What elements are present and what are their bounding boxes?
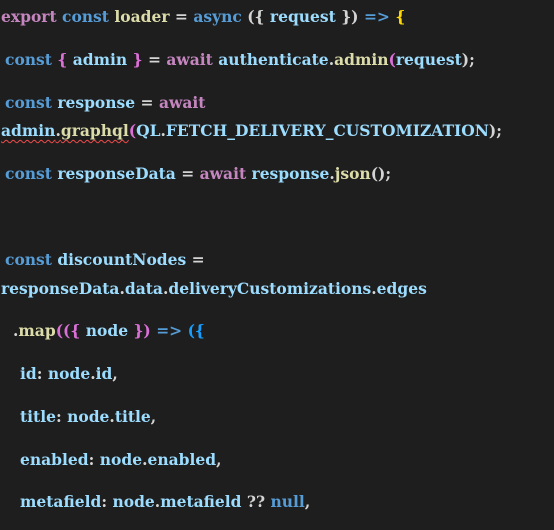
operator-assign: =: [174, 7, 188, 26]
call-open: (: [128, 121, 137, 140]
call-close: );: [461, 50, 475, 69]
identifier-response: response: [251, 164, 330, 183]
identifier-ql: QL: [136, 121, 161, 140]
code-line-1: export const loader = async ({ request }…: [1, 7, 405, 27]
code-line-6: const discountNodes =: [5, 250, 205, 270]
colon: :: [36, 364, 43, 383]
keyword-const: const: [5, 164, 52, 183]
keyword-export: export: [1, 7, 57, 26]
property-metafield: metafield: [20, 492, 102, 511]
member-dot: .: [13, 321, 19, 340]
property-title: title: [20, 407, 56, 426]
code-line-7: responseData.data.deliveryCustomizations…: [1, 279, 427, 299]
member-dot: .: [162, 279, 169, 298]
call-close: ();: [370, 164, 392, 183]
colon: :: [88, 450, 95, 469]
keyword-null: null: [270, 492, 305, 511]
keyword-const: const: [5, 250, 52, 269]
member-dot: .: [371, 279, 377, 298]
member-dot: .: [329, 164, 335, 183]
code-line-11: enabled: node.enabled,: [20, 450, 221, 470]
property-id: id: [20, 364, 37, 383]
member-dot: .: [160, 121, 166, 140]
comma: ,: [112, 364, 118, 383]
identifier-request: request: [269, 7, 336, 26]
close-brace-paren: }): [341, 7, 359, 26]
method-map: map: [18, 321, 56, 340]
code-line-12: metafield: node.metafield ?? null,: [20, 492, 310, 512]
destructure-open: {: [57, 50, 68, 69]
member-dot: .: [90, 364, 96, 383]
code-line-9: id: node.id,: [20, 364, 118, 384]
object-open: ({: [187, 321, 205, 340]
operator-assign: =: [147, 50, 161, 69]
method-admin: admin: [334, 50, 389, 69]
member-dot: .: [55, 121, 61, 140]
code-line-8: .map(({ node }) => ({: [13, 321, 205, 341]
method-json: json: [334, 164, 371, 183]
comma: ,: [150, 407, 157, 426]
code-line-4: admin.graphql(QL.FETCH_DELIVERY_CUSTOMIZ…: [1, 121, 502, 141]
open-brace: {: [395, 7, 406, 26]
colon: :: [55, 407, 62, 426]
keyword-await: await: [199, 164, 247, 183]
operator-assign: =: [191, 250, 205, 269]
code-line-10: title: node.title,: [20, 407, 156, 427]
operator-assign: =: [181, 164, 195, 183]
call-open: (: [388, 50, 396, 69]
property-edges: edges: [376, 279, 427, 298]
keyword-const: const: [62, 7, 109, 26]
property-enabled: enabled: [20, 450, 89, 469]
identifier-loader: loader: [114, 7, 170, 26]
identifier-admin: admin: [1, 121, 56, 140]
member-dot: .: [154, 492, 161, 511]
member-dot: .: [119, 279, 125, 298]
call-close: );: [488, 121, 502, 140]
identifier-node: node: [112, 492, 155, 511]
keyword-const: const: [5, 93, 52, 112]
identifier-node: node: [99, 450, 143, 469]
identifier-responsedata: responseData: [1, 279, 120, 298]
identifier-admin: admin: [72, 50, 128, 69]
keyword-await: await: [158, 93, 206, 112]
code-line-5: const responseData = await response.json…: [5, 164, 391, 184]
arrow-operator: =>: [156, 321, 183, 340]
property-deliverycustomizations: deliveryCustomizations: [168, 279, 372, 298]
identifier-response: response: [57, 93, 136, 112]
colon: :: [101, 492, 108, 511]
constant-fetch-delivery-customization: FETCH_DELIVERY_CUSTOMIZATION: [165, 121, 489, 140]
property-enabled-value: enabled: [147, 450, 217, 469]
destructure-close: }: [132, 50, 143, 69]
identifier-request: request: [395, 50, 462, 69]
identifier-node: node: [85, 321, 129, 340]
comma: ,: [216, 450, 222, 469]
property-id-value: id: [95, 364, 113, 383]
destructure-close: }): [133, 321, 151, 340]
property-metafield-value: metafield: [160, 492, 242, 511]
identifier-authenticate: authenticate: [218, 50, 329, 69]
keyword-async: async: [193, 7, 242, 26]
code-line-3: const response = await: [5, 93, 205, 113]
call-open: (({: [55, 321, 81, 340]
property-title-value: title: [114, 407, 151, 426]
keyword-const: const: [5, 50, 52, 69]
open-paren-brace: ({: [247, 7, 265, 26]
code-line-2: const { admin } = await authenticate.adm…: [5, 50, 475, 70]
member-dot: .: [142, 450, 148, 469]
nullish-coalescing-operator: ??: [246, 492, 266, 511]
property-data: data: [124, 279, 163, 298]
keyword-await: await: [166, 50, 213, 69]
method-graphql: graphql: [60, 121, 129, 140]
identifier-discountnodes: discountNodes: [57, 250, 187, 269]
identifier-responsedata: responseData: [57, 164, 176, 183]
identifier-node: node: [67, 407, 110, 426]
error-underline: admin.graphql: [1, 121, 129, 140]
arrow-operator: =>: [363, 7, 390, 26]
comma: ,: [304, 492, 311, 511]
identifier-node: node: [47, 364, 91, 383]
member-dot: .: [328, 50, 335, 69]
member-dot: .: [109, 407, 115, 426]
operator-assign: =: [140, 93, 154, 112]
